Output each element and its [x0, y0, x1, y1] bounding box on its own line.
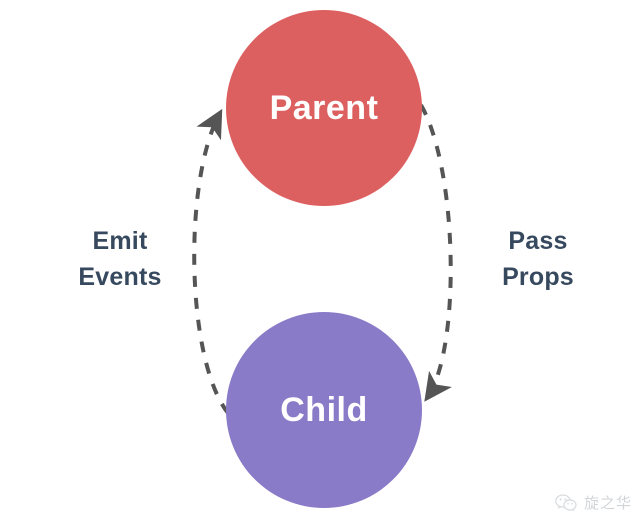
wechat-icon: [555, 493, 577, 511]
watermark-text: 旋之华: [583, 494, 632, 512]
node-parent[interactable]: [226, 10, 422, 206]
edge-pass-props-arrow: [419, 104, 453, 402]
node-child[interactable]: [226, 312, 422, 508]
edge-emit-events-arrow: [192, 108, 230, 415]
watermark: 旋之华: [555, 492, 632, 513]
node-child-label: Child: [280, 391, 367, 429]
node-parent-label: Parent: [270, 89, 379, 127]
